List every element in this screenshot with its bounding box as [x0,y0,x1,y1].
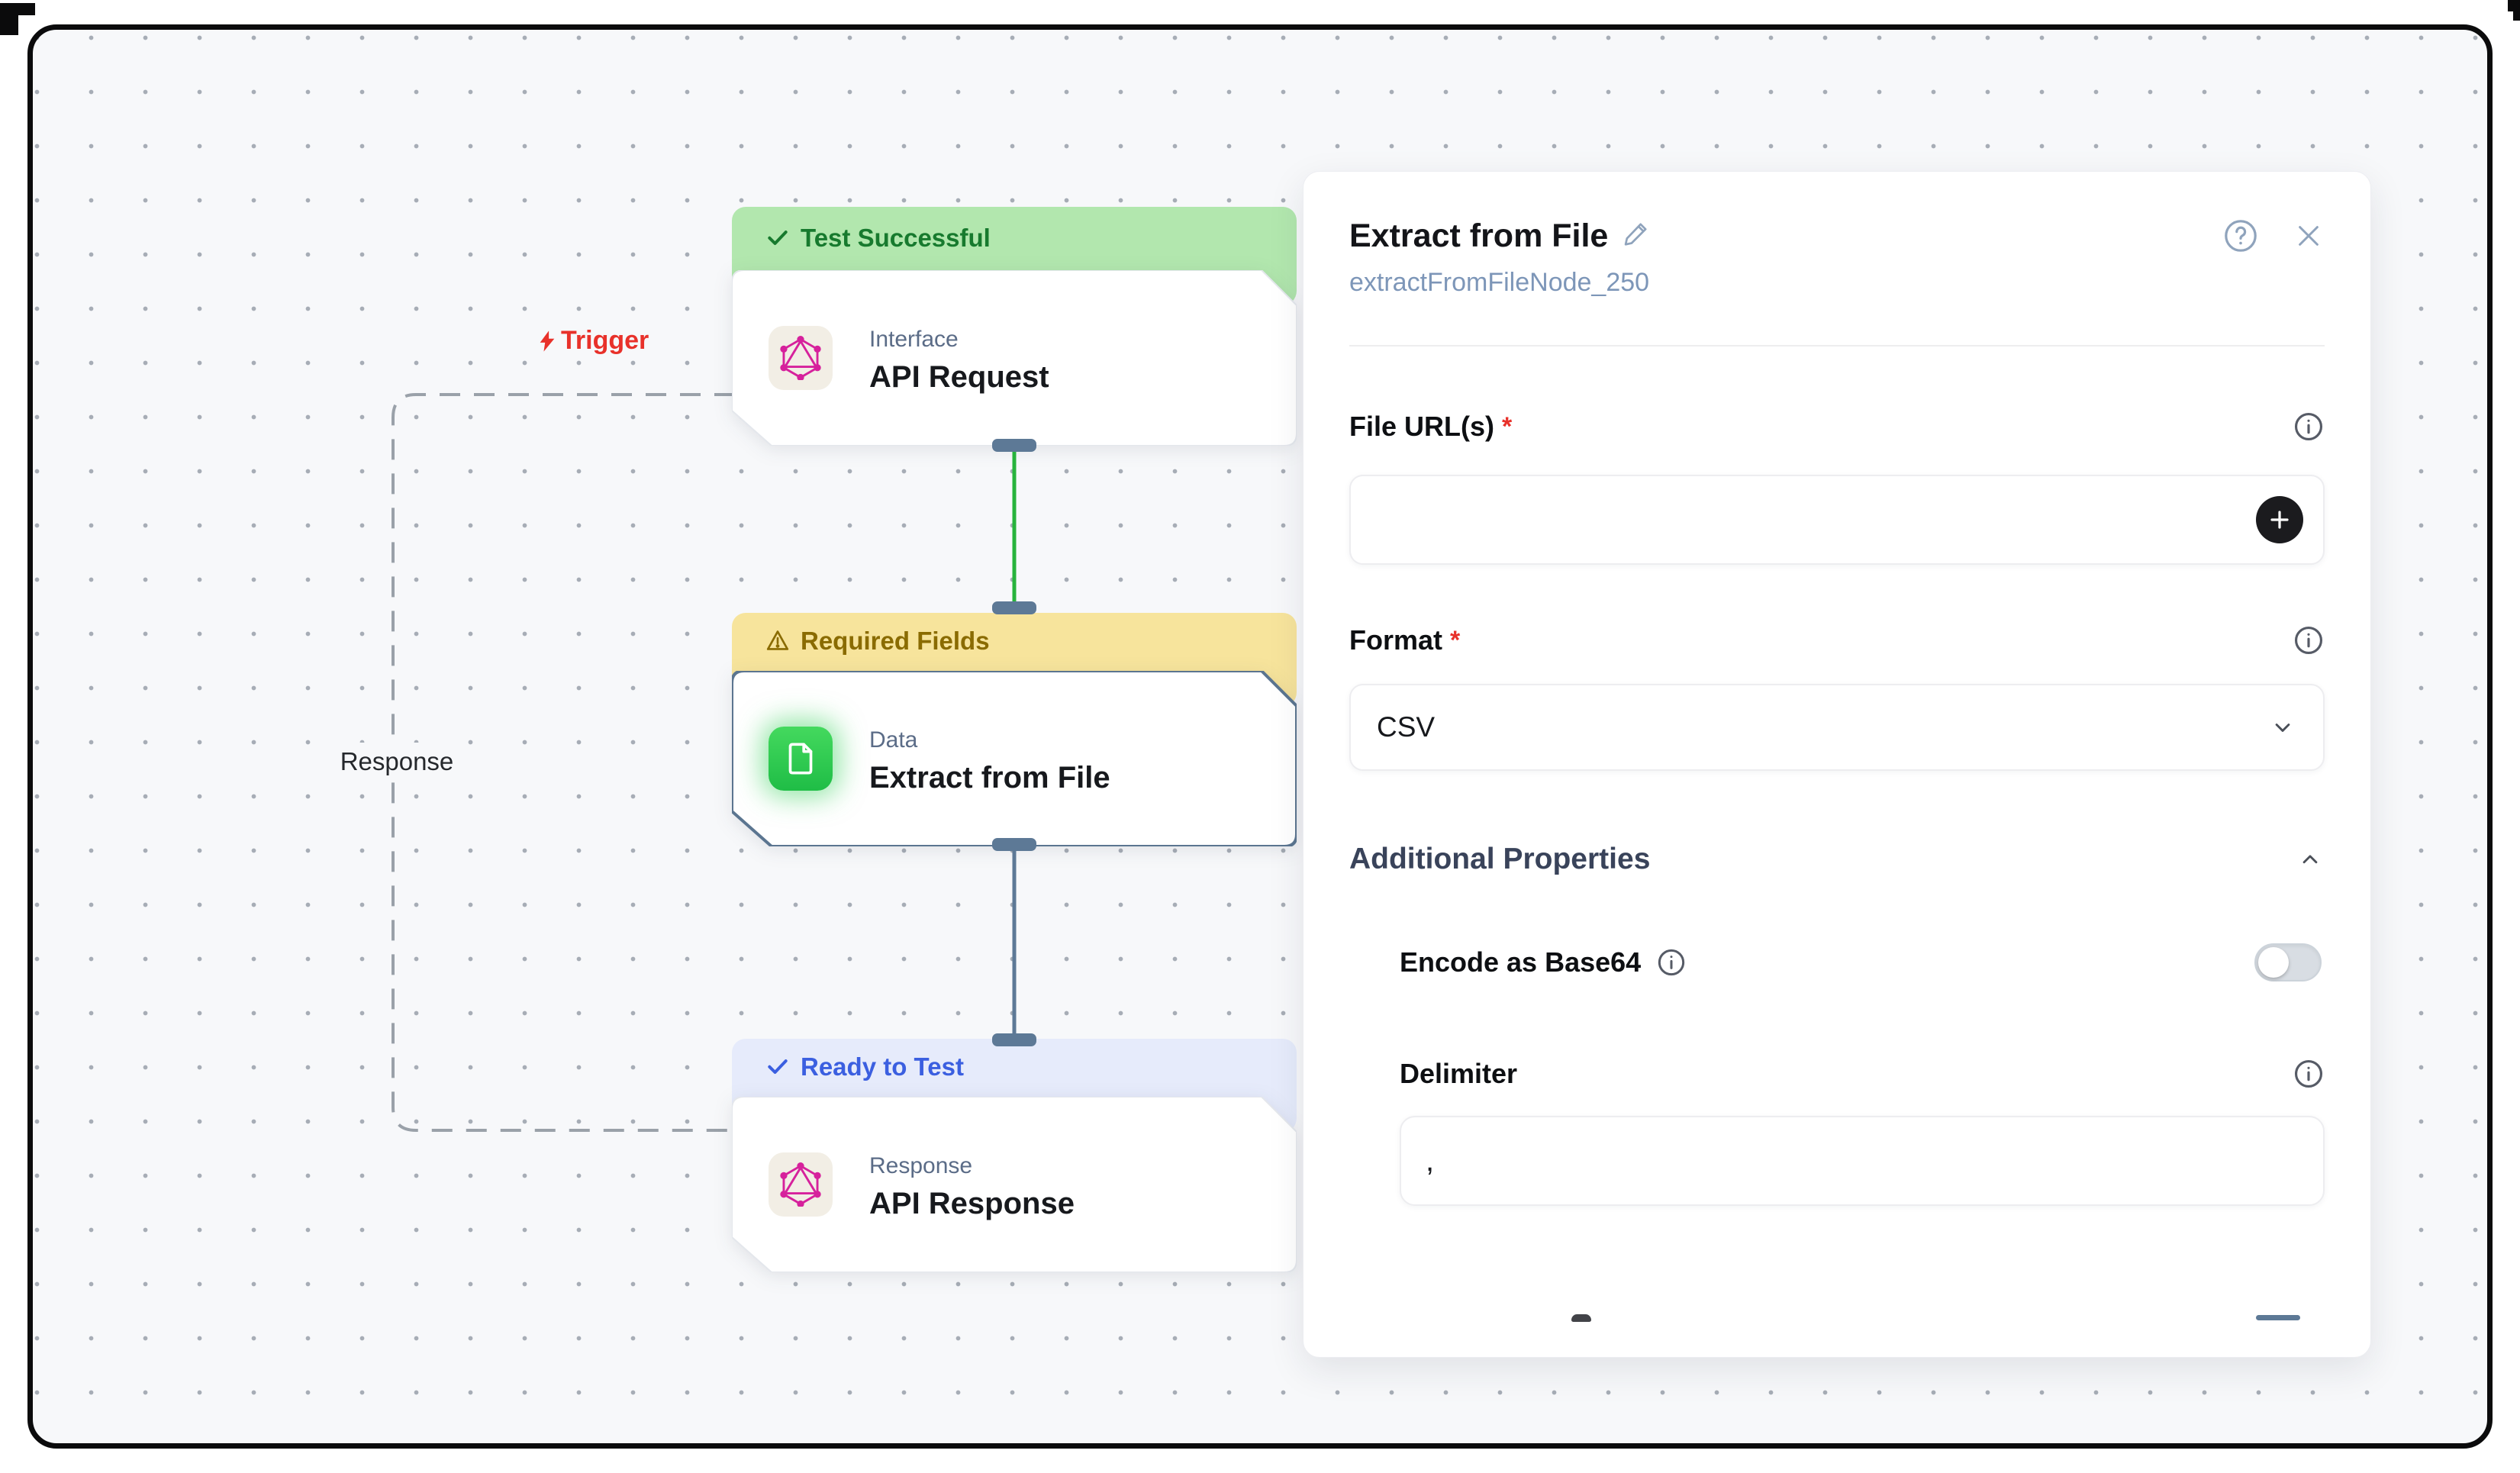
pencil-icon [1625,223,1647,246]
close-icon [2299,226,2319,246]
node-category: Response [869,1153,973,1178]
graphql-icon [769,326,833,390]
format-info-button[interactable] [2293,624,2325,656]
corner-mark-top-right-2 [2513,11,2520,21]
node-body-shape [732,270,1297,446]
node-body[interactable]: Data Extract from File [732,671,1297,846]
chevron-down-icon [2268,713,2297,742]
node-body-shape [732,671,1297,846]
edit-title-button[interactable] [1622,219,1651,248]
info-icon [1658,949,1685,976]
corner-mark-top-left-2 [0,3,18,35]
format-selected-value: CSV [1377,711,1436,743]
delimiter-info-button[interactable] [2293,1058,2325,1090]
node-category: Data [869,727,918,753]
file-urls-info-button[interactable] [2293,411,2325,443]
node-body-shape [732,1097,1297,1272]
divider [1349,345,2325,346]
node-status-label: Test Successful [801,224,991,252]
node-properties-panel: Extract from File [1303,171,2371,1358]
encode-base64-toggle[interactable] [2254,943,2322,981]
workflow-canvas[interactable]: Trigger Test Successful [27,24,2493,1449]
toggle-knob [2258,947,2289,978]
trigger-badge: Trigger [535,326,649,356]
node-body[interactable]: Response API Response [732,1097,1297,1272]
chevron-up-icon[interactable] [2296,845,2325,874]
add-file-url-button[interactable] [2256,496,2303,543]
clipped-field-glyph [1571,1314,1591,1322]
check-icon [768,230,788,245]
warning-icon [766,630,789,650]
node-api-response[interactable]: Ready to Test [732,1039,1297,1443]
help-button[interactable] [2222,218,2259,254]
encode-info-button[interactable] [1656,947,1687,978]
delimiter-label: Delimiter [1400,1058,1518,1089]
format-select[interactable]: CSV [1349,684,2325,771]
node-title: Extract from File [869,761,1110,795]
additional-properties-header[interactable]: Additional Properties [1349,843,2325,876]
delimiter-input[interactable]: , [1400,1116,2325,1206]
node-title: API Request [869,360,1049,394]
node-category: Interface [869,327,959,352]
document-icon [769,727,833,791]
trigger-label: Trigger [561,326,649,355]
response-edge-label: Response [332,743,462,781]
close-panel-button[interactable] [2293,220,2325,252]
info-icon [2294,1059,2323,1088]
file-urls-label: File URL(s) [1349,411,1495,442]
info-icon [2294,412,2323,441]
check-icon [768,1059,788,1074]
corner-mark-top-right [2508,0,2520,11]
help-icon [2225,220,2257,252]
info-icon [2294,626,2323,655]
format-label: Format [1349,624,1443,656]
node-title: API Response [869,1187,1075,1220]
plus-icon [2270,511,2289,529]
node-extract-from-file[interactable]: Required Fields Data Extract from File [732,613,1297,1029]
node-api-request[interactable]: Test Successful [732,207,1297,623]
graphql-icon [769,1152,833,1217]
node-status-label: Ready to Test [801,1052,964,1081]
lightning-bolt-icon [540,330,555,352]
node-id: extractFromFileNode_250 [1349,268,1650,297]
encode-base64-label: Encode as Base64 [1400,946,1642,978]
panel-title: Extract from File [1349,218,1609,254]
required-marker: * [1502,411,1513,441]
clipped-toggle-top [2256,1315,2300,1320]
file-urls-input[interactable] [1349,475,2325,565]
required-marker: * [1450,625,1461,655]
node-body[interactable]: Interface API Request [732,270,1297,446]
node-status-label: Required Fields [801,627,990,655]
additional-properties-heading: Additional Properties [1349,843,1651,875]
